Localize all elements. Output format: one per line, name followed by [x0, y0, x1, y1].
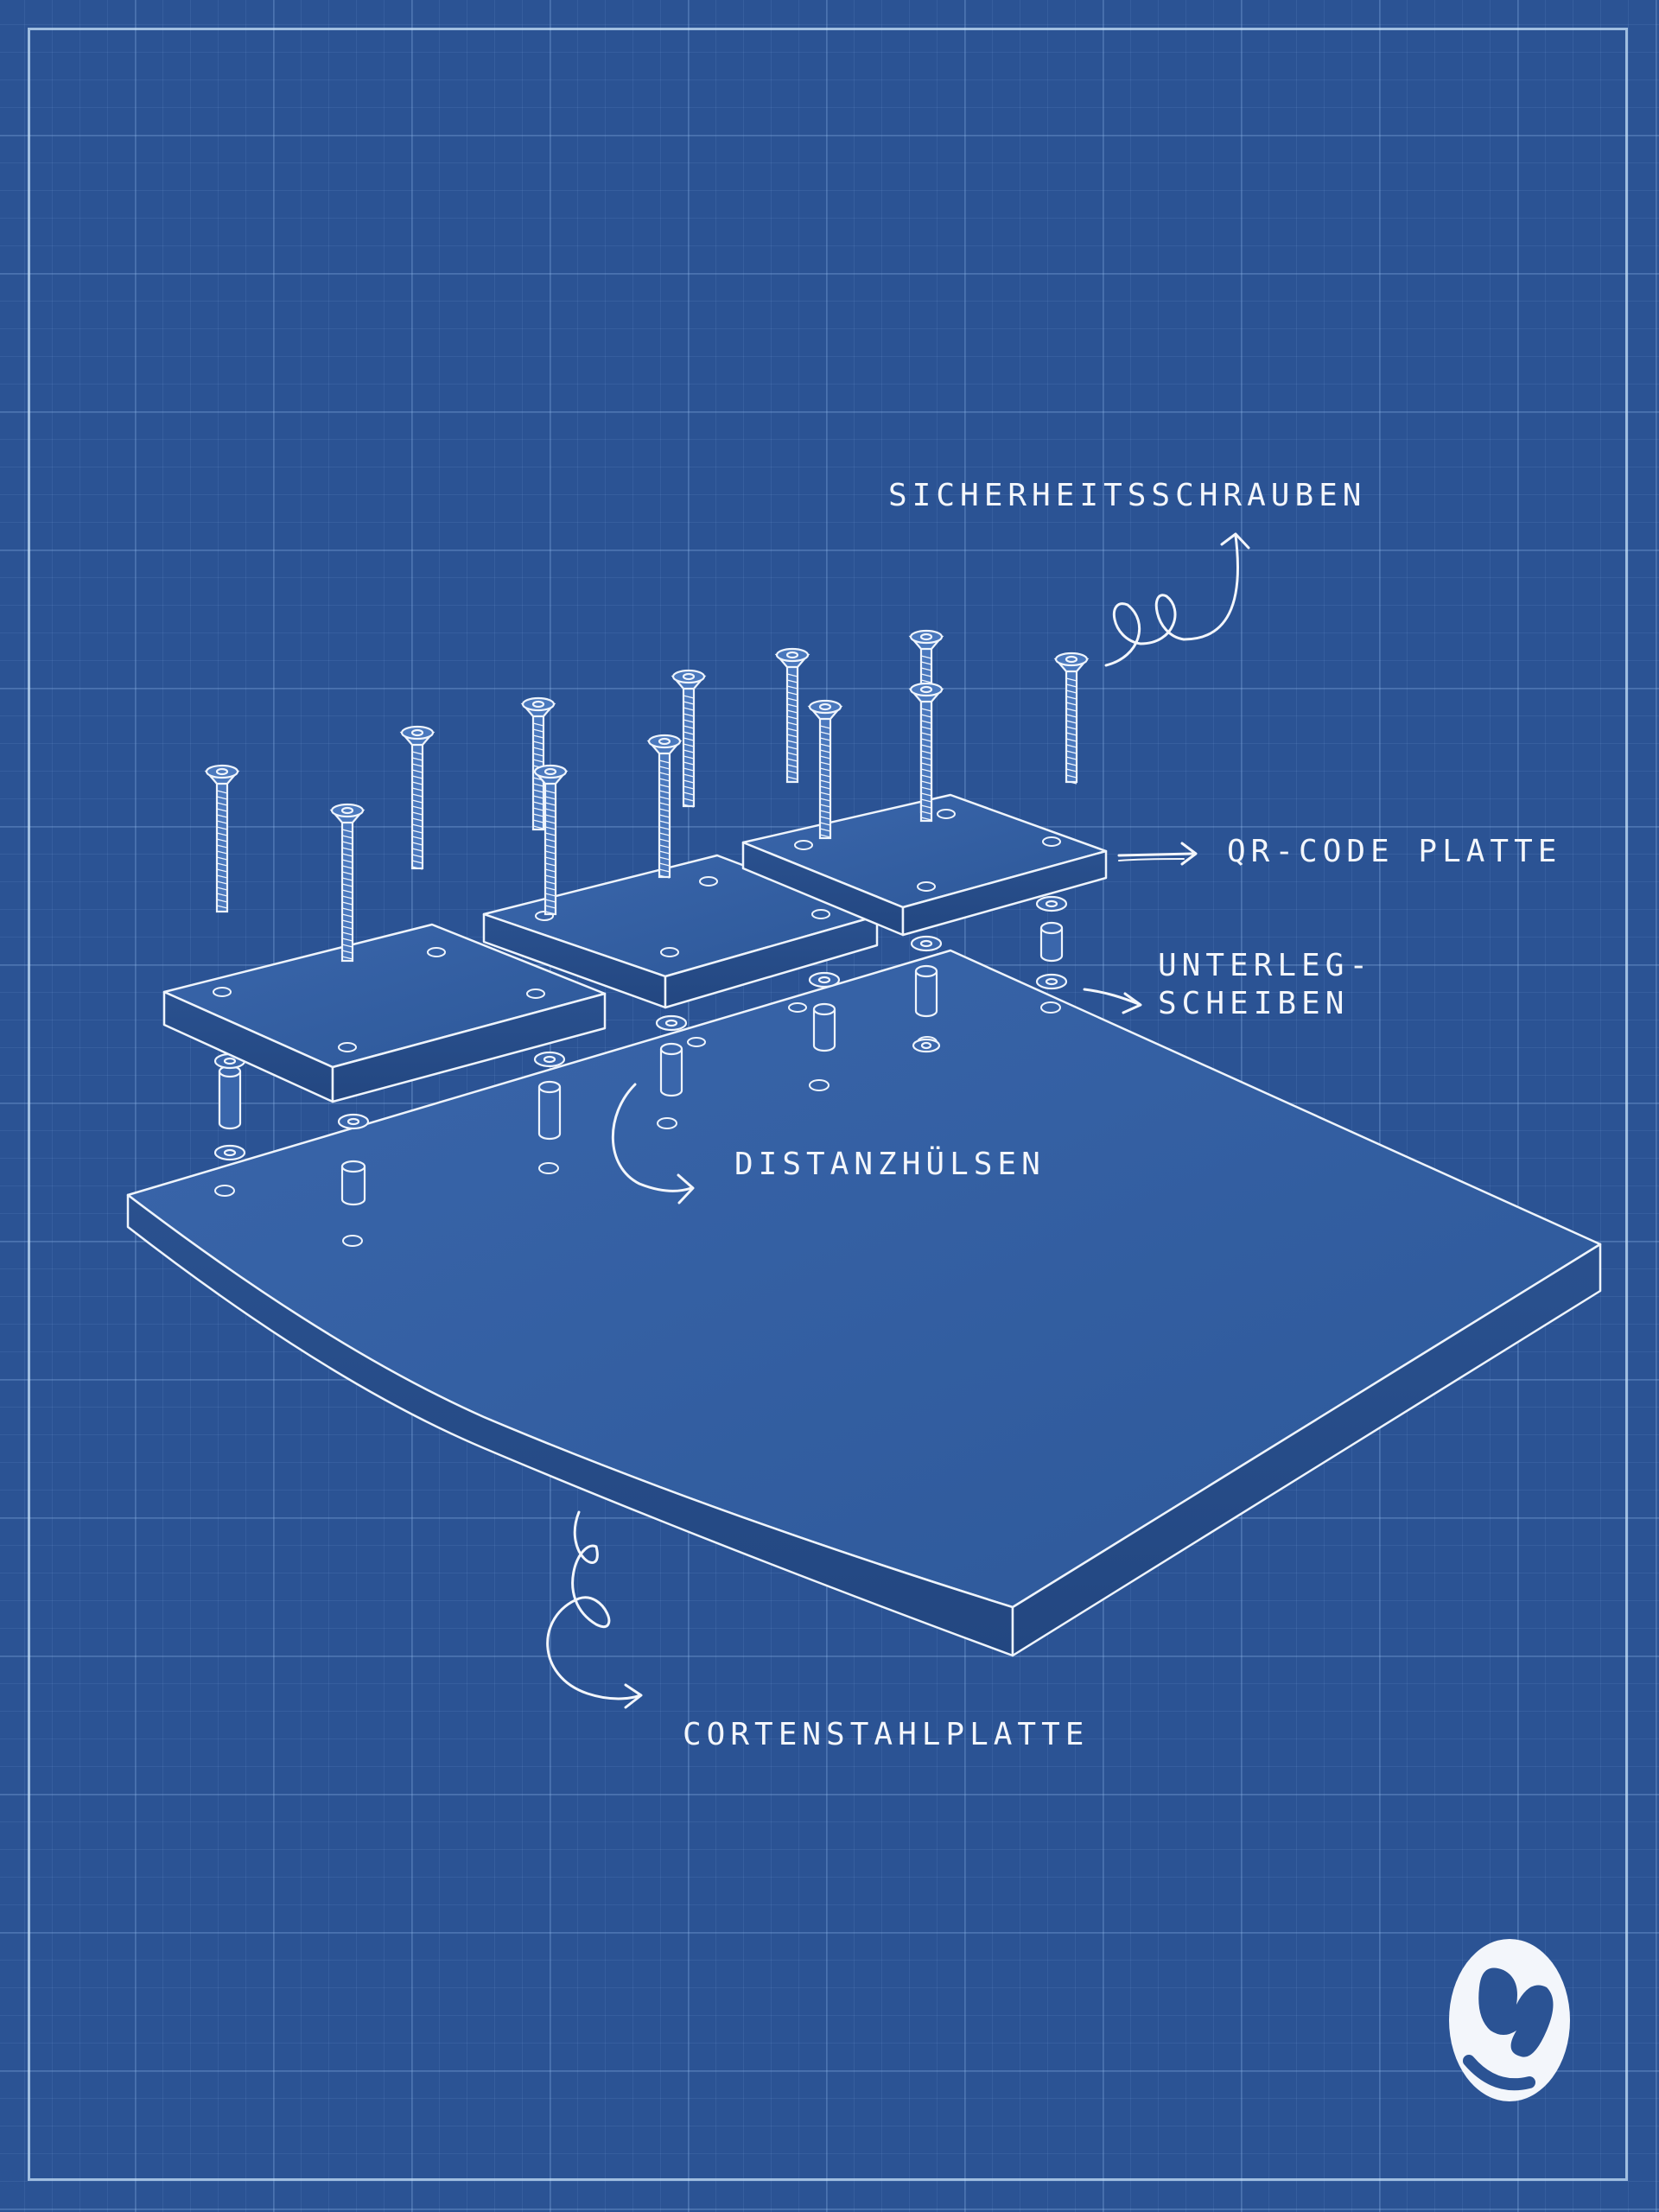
qr-plates	[162, 793, 1108, 1103]
screw	[204, 764, 240, 913]
spacer	[659, 1042, 683, 1097]
spacer	[537, 1080, 562, 1141]
washers	[213, 895, 1068, 1161]
base-plate-arrow	[546, 1510, 641, 1700]
brand-logo-icon	[1449, 1939, 1570, 2101]
washer	[655, 1014, 688, 1032]
qr-plate-arrow	[1117, 852, 1194, 857]
security-screws	[204, 629, 1090, 963]
washer	[213, 1144, 246, 1161]
label-qr-plate: QR-Code Platte	[1227, 834, 1562, 869]
spacer	[1039, 921, 1064, 963]
spacers-arrow	[611, 1083, 693, 1192]
label-washers-line1: Unterleg-	[1158, 948, 1374, 983]
spacer	[812, 1002, 836, 1052]
screw	[399, 725, 435, 870]
blueprint-frame	[28, 28, 1628, 2181]
spacer	[340, 1160, 366, 1206]
washer	[1035, 973, 1068, 990]
qr-plate-right	[741, 793, 1108, 937]
screw	[908, 682, 944, 823]
screw	[646, 734, 683, 879]
qr-plate-left	[162, 923, 607, 1103]
washer	[910, 935, 943, 952]
spacers	[218, 921, 1064, 1206]
screw	[774, 647, 810, 784]
screws-arrow	[1104, 534, 1239, 667]
spacer	[218, 1065, 242, 1130]
screw	[807, 699, 843, 840]
screw	[1053, 652, 1090, 785]
washers-arrow	[1083, 988, 1141, 1006]
spacer	[914, 964, 938, 1018]
screw	[532, 764, 569, 916]
label-screws: Sicherheitsschrauben	[888, 478, 1367, 513]
washer	[808, 971, 841, 988]
washer	[533, 1051, 566, 1068]
washer	[912, 1038, 941, 1053]
annotation-arrows	[546, 532, 1250, 1709]
washer	[337, 1113, 370, 1130]
label-base-plate: Cortenstahlplatte	[683, 1717, 1090, 1752]
qr-plate-middle	[482, 854, 879, 1009]
washer	[1035, 895, 1068, 912]
screw	[329, 803, 365, 963]
label-washers: Unterleg- scheiben	[1158, 947, 1452, 1023]
label-washers-line2: scheiben	[1158, 986, 1350, 1021]
base-plate	[126, 949, 1602, 1657]
label-spacers: Distanzhülsen	[734, 1147, 1046, 1182]
screw	[671, 669, 707, 808]
